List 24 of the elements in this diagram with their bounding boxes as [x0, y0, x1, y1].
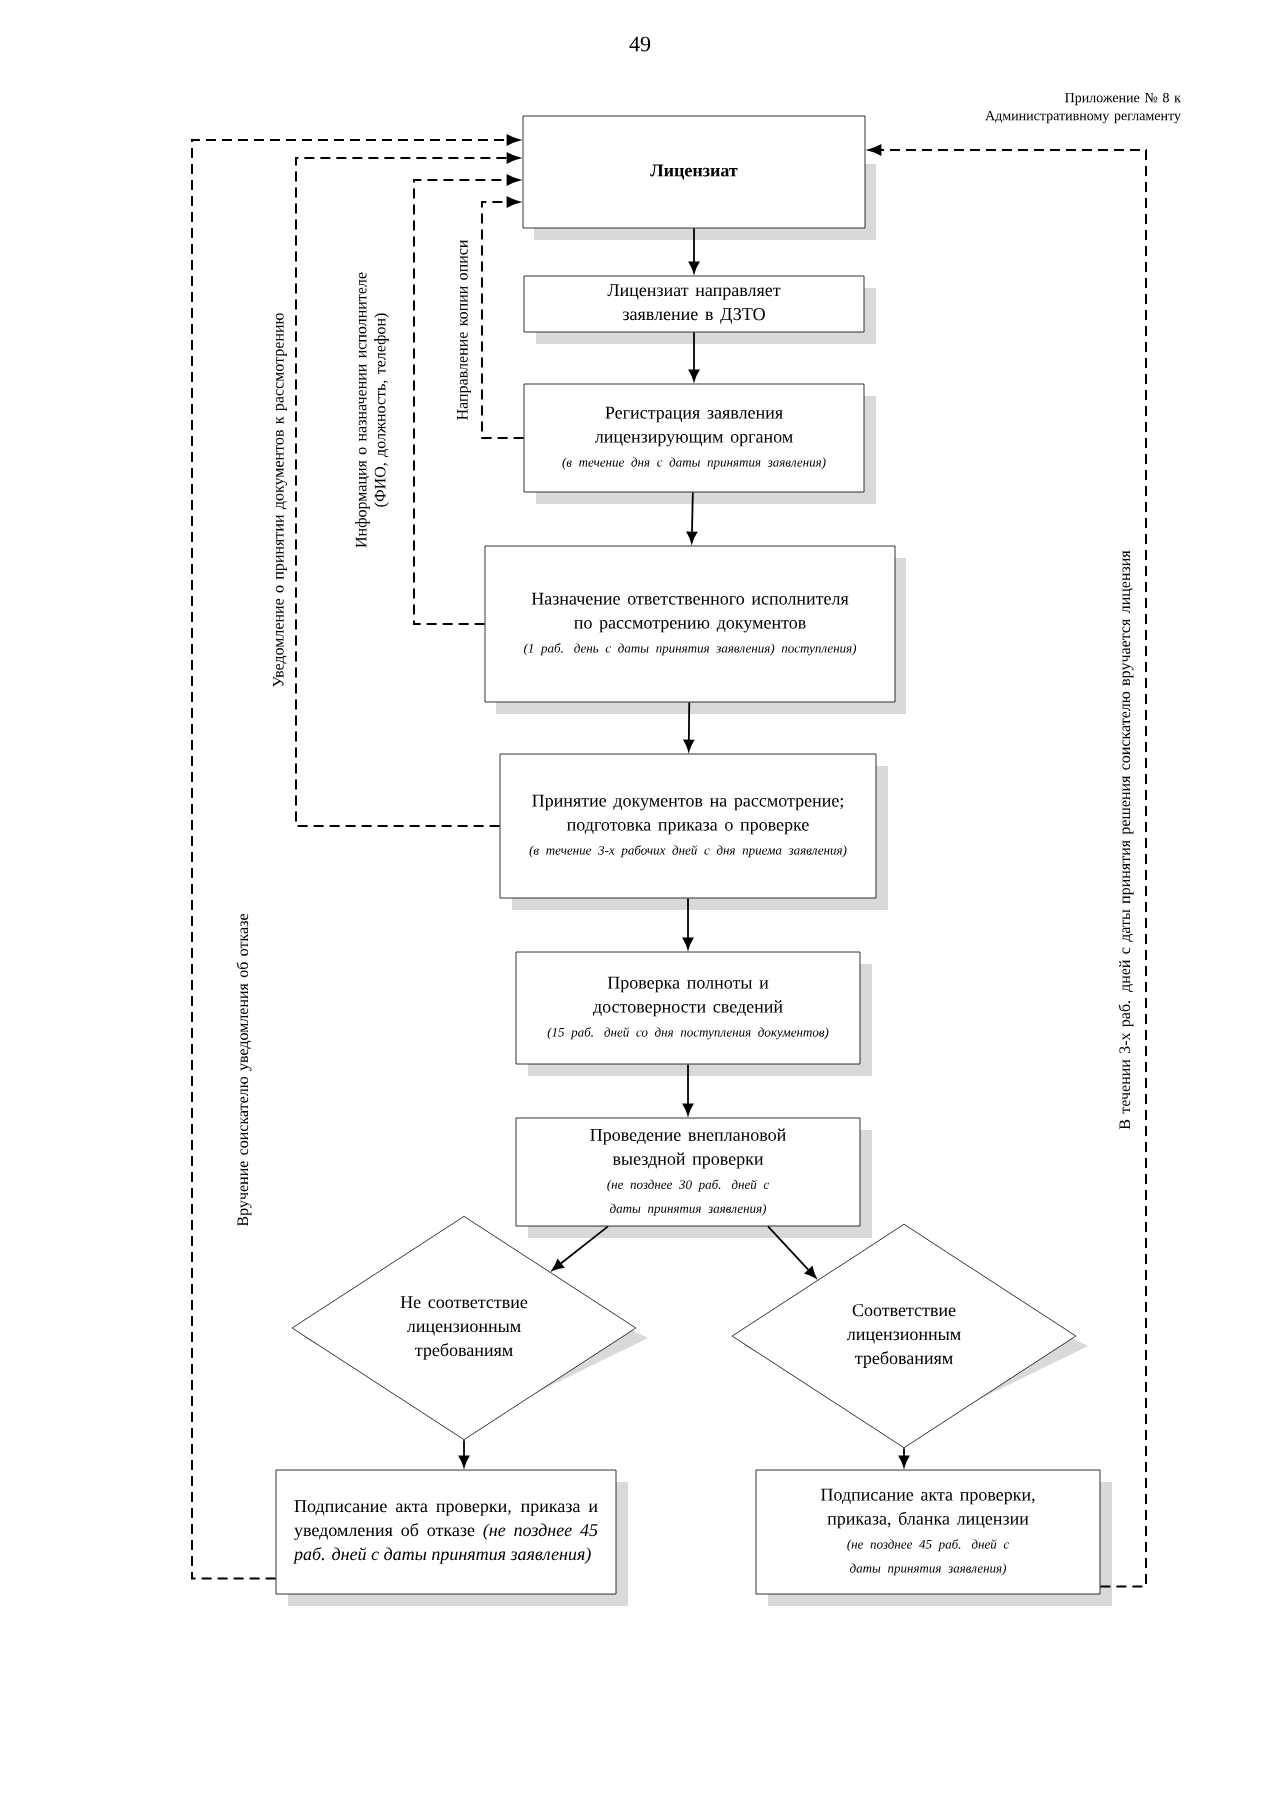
arrow	[458, 1439, 470, 1468]
arrow	[481, 196, 525, 439]
arrow	[688, 331, 700, 382]
edge-label: Вручение соискателю уведомления об отказе	[236, 914, 252, 1227]
edge-label: В течении 3-х раб. дней с даты принятия решения соискателю вручается лицензия	[1118, 550, 1134, 1130]
process-box: Лицензиат	[522, 115, 876, 240]
arrow	[551, 1225, 609, 1271]
arrow	[295, 152, 520, 827]
arrow	[868, 144, 1147, 1588]
arrow	[682, 1063, 694, 1116]
edge-label: Направление копии описи	[457, 239, 471, 420]
arrow	[898, 1447, 910, 1468]
process-box: Подписание акта проверки, приказа и уведомления об отказе (не позднее 45 раб. дней с даты принятия заявления)	[275, 1469, 628, 1606]
page-number: 49	[629, 36, 651, 52]
arrow	[688, 227, 700, 274]
arrow	[683, 701, 695, 752]
arrow	[767, 1225, 817, 1279]
arrow	[191, 134, 520, 1580]
edge-label: Информация о назначении исполнителе (ФИО, должность, телефон)	[355, 272, 389, 548]
arrow	[686, 491, 698, 544]
edge-label: Уведомление о принятии документов к рассмотрению	[273, 313, 287, 687]
arrow	[413, 174, 520, 625]
process-box: Лицензиат направляет заявление в ДЗТО	[523, 275, 876, 344]
arrow	[682, 897, 694, 950]
